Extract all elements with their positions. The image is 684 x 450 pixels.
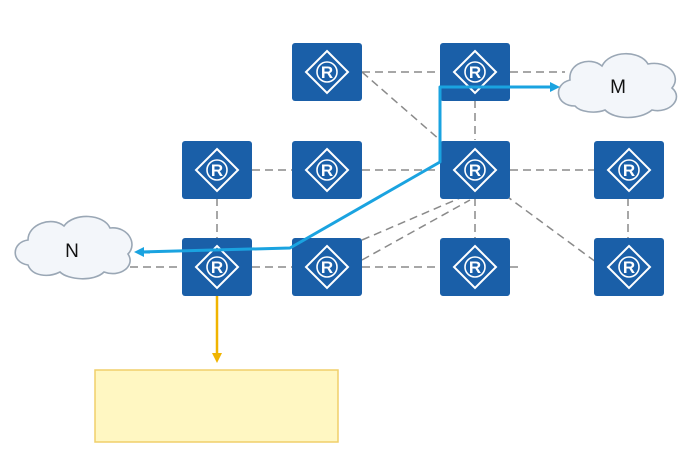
router-diamond-icon bbox=[304, 147, 350, 193]
link bbox=[504, 194, 601, 266]
routers: R R R R R R R R R R bbox=[182, 43, 664, 296]
router-box bbox=[594, 141, 664, 199]
router-box bbox=[440, 238, 510, 296]
router-box bbox=[440, 141, 510, 199]
router-circle-icon bbox=[206, 256, 228, 278]
links bbox=[130, 71, 629, 268]
note-box bbox=[94, 369, 339, 443]
link bbox=[361, 199, 471, 261]
router-label: R bbox=[321, 161, 333, 180]
traffic-path bbox=[138, 85, 558, 254]
router-box bbox=[182, 141, 252, 199]
router-diamond-icon bbox=[452, 147, 498, 193]
router-label: R bbox=[469, 258, 481, 277]
router: R bbox=[440, 238, 510, 296]
router-label: R bbox=[321, 258, 333, 277]
router-circle-icon bbox=[316, 159, 338, 181]
router-circle-icon bbox=[618, 159, 640, 181]
router: R bbox=[594, 141, 664, 199]
router-diamond-icon bbox=[304, 244, 350, 290]
router-label: R bbox=[469, 63, 481, 82]
cloud-m: M bbox=[557, 53, 678, 119]
router: R bbox=[440, 43, 510, 101]
router-box bbox=[292, 43, 362, 101]
router-circle-icon bbox=[464, 159, 486, 181]
router-box bbox=[292, 141, 362, 199]
router-diamond-icon bbox=[304, 49, 350, 95]
router: R bbox=[182, 238, 252, 296]
cloud-n: N bbox=[14, 215, 133, 280]
cloud-m-label: M bbox=[610, 77, 626, 98]
router-label: R bbox=[211, 161, 223, 180]
router-circle-icon bbox=[464, 256, 486, 278]
router: R bbox=[292, 43, 362, 101]
router-diamond-icon bbox=[606, 147, 652, 193]
link bbox=[361, 197, 461, 241]
router-label: R bbox=[211, 258, 223, 277]
router-label: R bbox=[469, 161, 481, 180]
router-box bbox=[292, 238, 362, 296]
router: R bbox=[440, 141, 510, 199]
router-diamond-icon bbox=[452, 49, 498, 95]
link bbox=[361, 71, 441, 141]
router-circle-icon bbox=[206, 159, 228, 181]
router: R bbox=[182, 141, 252, 199]
router-box bbox=[594, 238, 664, 296]
router-circle-icon bbox=[316, 61, 338, 83]
router-diamond-icon bbox=[194, 244, 240, 290]
router-circle-icon bbox=[464, 61, 486, 83]
router-diamond-icon bbox=[194, 147, 240, 193]
router-circle-icon bbox=[316, 256, 338, 278]
router-box bbox=[182, 238, 252, 296]
router-diamond-icon bbox=[606, 244, 652, 290]
router: R bbox=[594, 238, 664, 296]
router-label: R bbox=[623, 161, 635, 180]
router-label: R bbox=[321, 63, 333, 82]
cloud-n-label: N bbox=[65, 241, 79, 262]
router: R bbox=[292, 238, 362, 296]
router: R bbox=[292, 141, 362, 199]
router-label: R bbox=[623, 258, 635, 277]
router-diamond-icon bbox=[452, 244, 498, 290]
router-circle-icon bbox=[618, 256, 640, 278]
